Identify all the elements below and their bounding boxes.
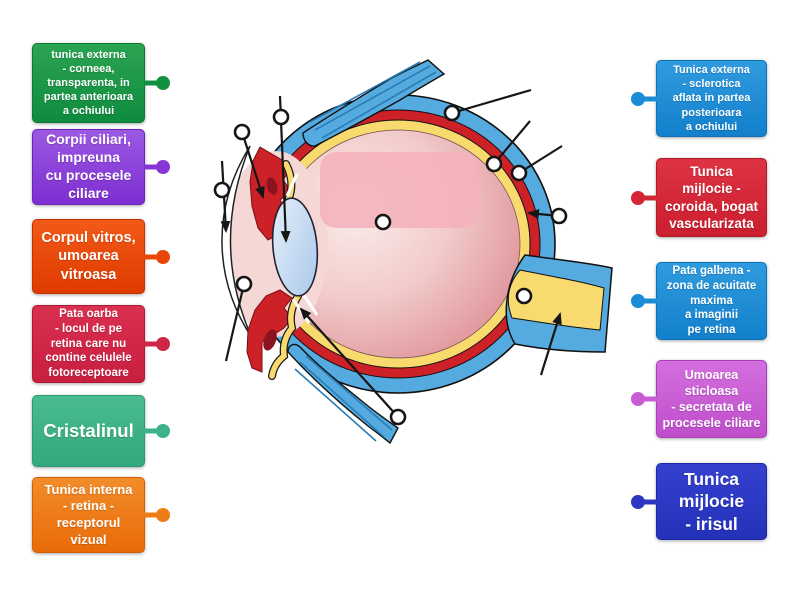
connector-line — [644, 298, 657, 304]
optic-nerve-point[interactable] — [515, 287, 533, 305]
retina-point-line — [493, 120, 531, 165]
answer-corpii-ciliari[interactable]: Corpii ciliari, impreuna cu procesele ci… — [32, 129, 170, 205]
label-text: Tunica mijlocie - irisul — [678, 468, 745, 534]
optic-nerve-arrow-line — [539, 312, 562, 376]
connector-line — [144, 164, 157, 170]
iris-detail-bottom — [263, 329, 277, 351]
label-text: Tunica mijlocie - coroida, bogat vascula… — [664, 163, 758, 231]
ciliary-body-point-line — [240, 131, 265, 199]
answer-pata-galbena[interactable]: Pata galbena - zona de acuitate maxima a… — [631, 262, 767, 340]
drop-points — [213, 88, 568, 426]
connector-dot — [631, 392, 645, 406]
label-text: Cristalinul — [43, 420, 134, 442]
iris-point-line — [224, 283, 246, 362]
answer-tunica-interna-retina[interactable]: Tunica interna - retina - receptorul viz… — [32, 477, 170, 553]
retina-point[interactable] — [485, 155, 503, 173]
cornea — [221, 145, 253, 339]
iris-detail-top — [266, 177, 278, 195]
label-text: tunica externa - corneea, transparenta, … — [43, 48, 134, 118]
cornea-point[interactable] — [213, 181, 231, 199]
label-text: Tunica interna - retina - receptorul viz… — [44, 481, 133, 547]
connector-line — [644, 396, 657, 402]
connector-line — [144, 254, 157, 259]
ciliary-body-point[interactable] — [233, 123, 251, 141]
sclera-point[interactable] — [443, 104, 461, 122]
connector-dot — [156, 76, 170, 90]
connector-dot — [156, 160, 170, 174]
label-text: Pata galbena - zona de acuitate maxima a… — [666, 265, 757, 337]
answer-tunica-externa-corneea[interactable]: tunica externa - corneea, transparenta, … — [32, 43, 170, 123]
label-text: Tunica externa - sclerotica aflata in pa… — [672, 64, 751, 133]
connector-line — [144, 428, 157, 434]
ciliary-ribbon-bottom-fill — [269, 293, 301, 379]
lens-point[interactable] — [272, 108, 290, 126]
label-text: Pata oarba - locul de pe retina care nu … — [45, 308, 132, 380]
answer-cristalinul[interactable]: Cristalinul — [32, 395, 170, 467]
answer-corpul-vitros[interactable]: Corpul vitros, umoarea vitroasa — [32, 219, 170, 294]
drop-zone-highlight[interactable] — [320, 152, 478, 228]
connector-line — [144, 80, 157, 86]
eye-illustration — [221, 59, 613, 445]
connector-dot — [156, 249, 170, 264]
muscle-top — [302, 59, 446, 147]
label-text: Corpii ciliari, impreuna cu procesele ci… — [45, 131, 132, 201]
answer-tunica-mijlocie-coroida[interactable]: Tunica mijlocie - coroida, bogat vascula… — [631, 158, 767, 237]
connector-dot — [156, 508, 170, 522]
muscle-bottom — [287, 343, 399, 445]
connector-dot — [156, 424, 170, 438]
optic-nerve — [505, 254, 613, 353]
sclera-point-line — [451, 88, 532, 115]
iris-point[interactable] — [235, 275, 253, 293]
label-text: Corpul vitros, umoarea vitroasa — [41, 229, 136, 283]
connector-dot — [631, 294, 645, 308]
ciliary-process-point[interactable] — [389, 408, 407, 426]
connector-dot — [631, 494, 645, 509]
answer-tunica-externa-sclerotica[interactable]: Tunica externa - sclerotica aflata in pa… — [631, 60, 767, 137]
connector-line — [644, 499, 657, 504]
connector-line — [644, 195, 657, 200]
connector-line — [644, 96, 657, 101]
vitreous-point[interactable] — [374, 213, 392, 231]
lens — [271, 197, 319, 297]
connector-line — [144, 341, 157, 347]
ciliary-process-point-line — [299, 307, 399, 418]
connector-dot — [156, 337, 170, 351]
choroid-point-line — [518, 145, 563, 174]
fovea-point[interactable] — [550, 207, 568, 225]
connector-dot — [631, 190, 645, 205]
answer-umoarea-sticloasa[interactable]: Umoarea sticloasa - secretata de procese… — [631, 360, 767, 438]
connector-line — [144, 512, 157, 518]
answer-pata-oarba[interactable]: Pata oarba - locul de pe retina care nu … — [32, 305, 170, 383]
label-text: Umoarea sticloasa - secretata de procese… — [662, 368, 761, 430]
connector-dot — [631, 91, 645, 106]
choroid-point[interactable] — [510, 164, 528, 182]
answer-tunica-mijlocie-irisul[interactable]: Tunica mijlocie - irisul — [631, 463, 767, 540]
